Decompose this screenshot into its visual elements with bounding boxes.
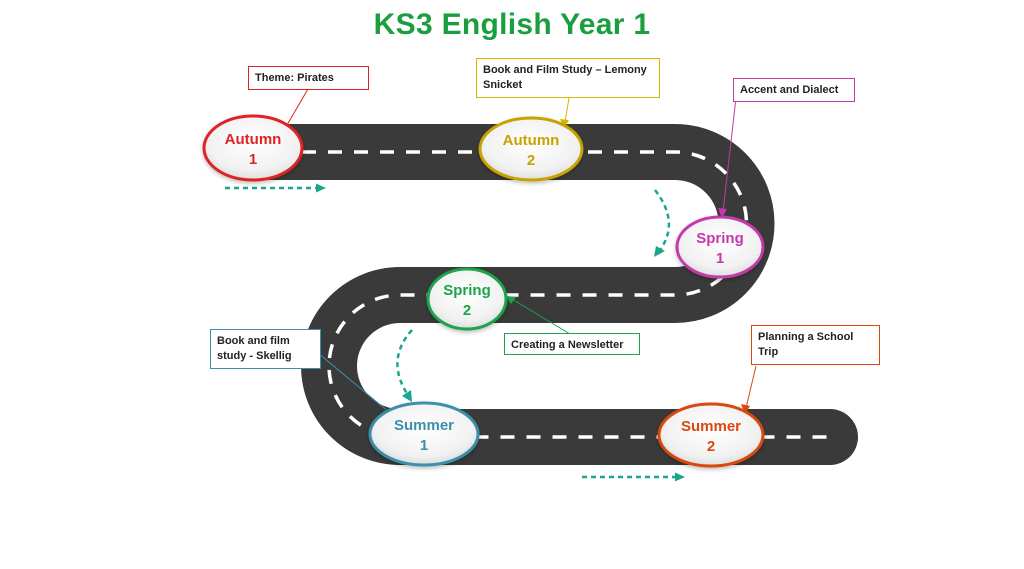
milestone-spring-2: Spring 2	[426, 267, 508, 331]
callout-text: Planning a School Trip	[758, 331, 854, 358]
milestone-oval	[675, 215, 765, 279]
milestone-oval	[426, 267, 508, 331]
milestone-number: 2	[463, 302, 471, 319]
milestone-term: Summer	[394, 417, 454, 434]
milestone-term: Autumn	[503, 132, 560, 149]
milestone-summer-2: Summer 2	[657, 402, 765, 468]
milestone-number: 1	[420, 437, 428, 454]
callout-text: Book and Film Study – Lemony Snicket	[483, 64, 647, 91]
milestone-oval	[202, 114, 304, 182]
milestone-term: Spring	[696, 230, 744, 247]
direction-arrow-top	[225, 183, 326, 193]
milestone-term: Autumn	[225, 131, 282, 148]
direction-arrow-bend-left	[396, 329, 413, 402]
callout-text: Creating a Newsletter	[511, 339, 624, 351]
callout-school-trip: Planning a School Trip	[751, 325, 880, 365]
milestone-oval	[368, 401, 480, 467]
callout-theme-pirates: Theme: Pirates	[248, 66, 369, 90]
milestone-term: Spring	[443, 282, 491, 299]
callout-accent-dialect: Accent and Dialect	[733, 78, 855, 102]
connector-spring-1	[718, 79, 739, 218]
milestone-oval	[478, 116, 584, 182]
callout-newsletter: Creating a Newsletter	[504, 333, 640, 355]
milestone-autumn-1: Autumn 1	[202, 114, 304, 182]
milestone-oval	[657, 402, 765, 468]
milestone-number: 2	[527, 152, 535, 169]
connector-summer-2	[741, 365, 757, 414]
callout-skellig: Book and film study - Skellig	[210, 329, 321, 369]
milestone-autumn-2: Autumn 2	[478, 116, 584, 182]
milestone-number: 2	[707, 438, 715, 455]
connector-autumn-2	[560, 97, 570, 128]
callout-text: Theme: Pirates	[255, 72, 334, 84]
milestone-number: 1	[716, 250, 724, 267]
milestone-spring-1: Spring 1	[675, 215, 765, 279]
milestone-summer-1: Summer 1	[368, 401, 480, 467]
direction-arrow-bottom	[582, 472, 685, 482]
milestone-number: 1	[249, 151, 257, 168]
page-title: KS3 English Year 1	[373, 8, 651, 41]
connector-spring-2	[506, 296, 571, 335]
road-center-dashes	[250, 150, 830, 439]
direction-arrow-bend-right	[654, 189, 671, 257]
callout-text: Accent and Dialect	[740, 84, 839, 96]
callout-lemony-snicket: Book and Film Study – Lemony Snicket	[476, 58, 660, 98]
milestone-term: Summer	[681, 418, 741, 435]
callout-text: Book and film study - Skellig	[217, 335, 292, 362]
